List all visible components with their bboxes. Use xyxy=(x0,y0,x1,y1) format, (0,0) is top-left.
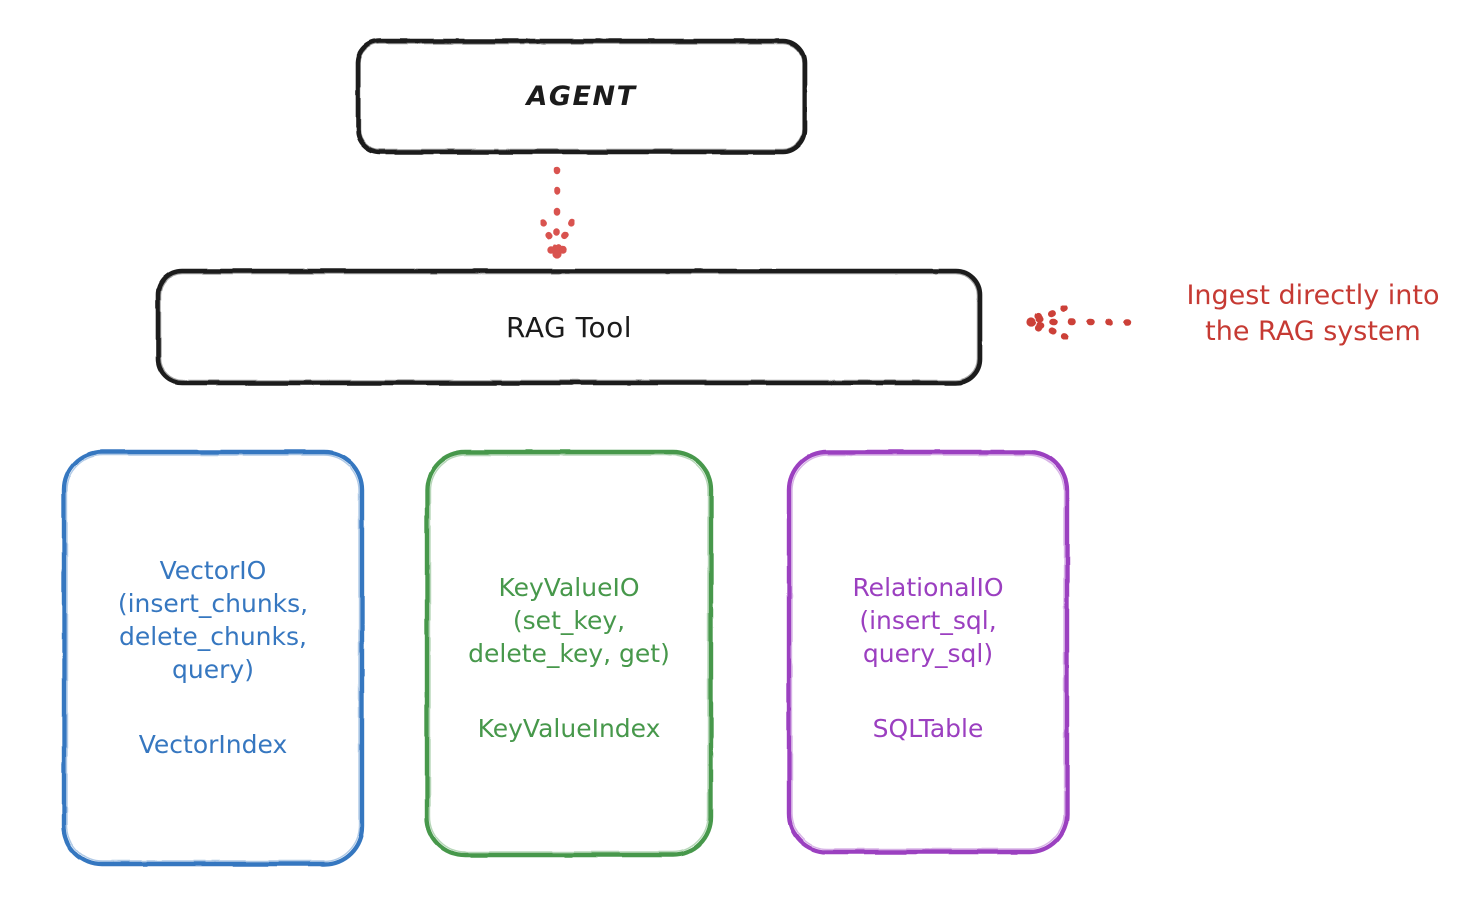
vector-store-node[interactable]: VectorIO (insert_chunks, delete_chunks, … xyxy=(62,450,364,865)
relational-store-node[interactable]: RelationalIO (insert_sql, query_sql) SQL… xyxy=(787,450,1069,865)
vector-store-index: VectorIndex xyxy=(138,730,288,759)
relational-store-signature: RelationalIO (insert_sql, query_sql) xyxy=(852,572,1004,668)
agent-box-outline[interactable] xyxy=(355,38,808,155)
relational-store-box-outline[interactable] xyxy=(786,449,1070,855)
agent-node[interactable]: AGENT xyxy=(357,40,806,153)
rag-tool-label: RAG Tool xyxy=(506,310,632,344)
relational-store-index: SQLTable xyxy=(872,713,984,743)
ingest-pointer-arrow xyxy=(1026,304,1132,341)
key-value-store-signature: KeyValueIO (set_key, delete_key, get) xyxy=(468,572,670,668)
agent-to-rag-tool-arrow xyxy=(539,166,576,259)
agent-label: AGENT xyxy=(526,81,637,112)
rag-tool-box-outline[interactable] xyxy=(155,268,983,386)
key-value-store-node[interactable]: KeyValueIO (set_key, delete_key, get) Ke… xyxy=(425,450,713,865)
ingest-annotation-text: Ingest directly into the RAG system xyxy=(1186,280,1440,347)
vector-store-signature: VectorIO (insert_chunks, delete_chunks, … xyxy=(117,556,309,684)
key-value-store-index: KeyValueIndex xyxy=(477,713,661,743)
key-value-store-box-outline[interactable] xyxy=(424,449,714,858)
rag-tool-node[interactable]: RAG Tool xyxy=(157,270,981,384)
vector-store-box-outline[interactable] xyxy=(61,449,365,867)
